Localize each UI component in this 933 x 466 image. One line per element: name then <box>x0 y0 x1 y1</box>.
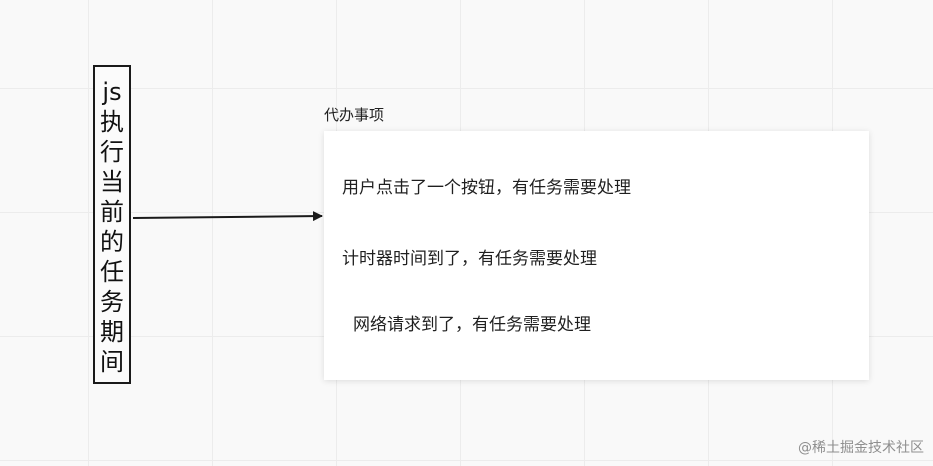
task-item: 计时器时间到了，有任务需要处理 <box>342 249 597 269</box>
stack-char: js <box>102 78 122 106</box>
stack-char: 行 <box>100 138 124 166</box>
task-item: 网络请求到了，有任务需要处理 <box>353 315 591 335</box>
stack-char: 间 <box>100 348 124 376</box>
stack-char: 的 <box>100 228 124 256</box>
arrow-line <box>132 211 323 222</box>
watermark: @稀土掘金技术社区 <box>798 440 924 456</box>
stack-char: 执 <box>100 108 124 136</box>
queue-title: 代办事项 <box>324 106 385 124</box>
stack-char: 当 <box>100 168 124 196</box>
stack-char: 前 <box>100 198 124 226</box>
stack-char: 务 <box>100 288 124 316</box>
task-queue-card: 用户点击了一个按钮，有任务需要处理 计时器时间到了，有任务需要处理 网络请求到了… <box>324 131 869 380</box>
task-item: 用户点击了一个按钮，有任务需要处理 <box>342 178 631 198</box>
stack-char: 期 <box>100 318 124 346</box>
stack-char: 任 <box>100 258 124 286</box>
js-execution-period-box: js 执 行 当 前 的 任 务 期 间 <box>93 65 131 384</box>
